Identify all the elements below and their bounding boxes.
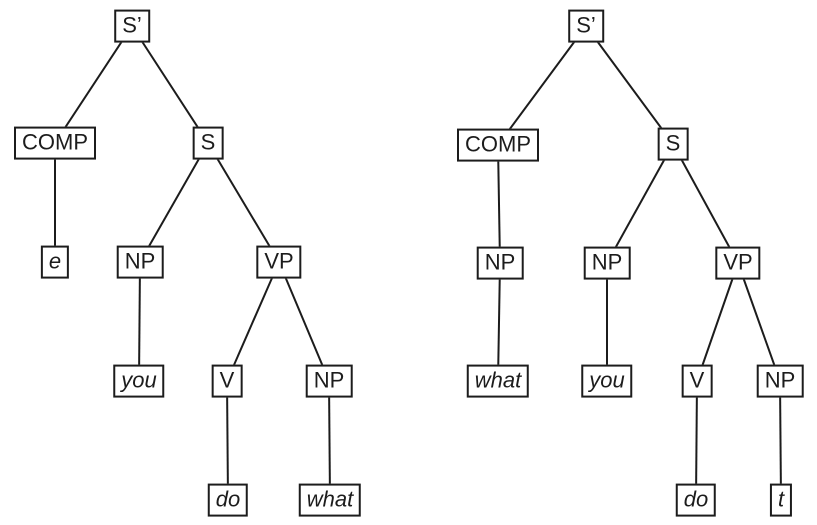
tree-edge-left-tree-s-vp xyxy=(207,142,280,263)
tree-node-right-tree-you: you xyxy=(581,364,633,398)
tree-edge-left-tree-s-np-subj xyxy=(139,142,209,263)
tree-node-left-tree-sbar: S’ xyxy=(114,9,150,43)
tree-node-left-tree-s: S xyxy=(192,126,224,160)
tree-node-right-tree-v: V xyxy=(681,364,713,398)
tree-edge-right-tree-vp-v xyxy=(696,262,739,382)
tree-node-right-tree-t: t xyxy=(769,483,793,517)
tree-node-right-tree-comp: COMP xyxy=(457,128,539,162)
tree-node-left-tree-what: what xyxy=(298,483,362,517)
tree-node-left-tree-np-obj: NP xyxy=(305,364,353,398)
tree-node-left-tree-e: e xyxy=(40,245,70,279)
tree-node-left-tree-you: you xyxy=(113,364,165,398)
tree-node-right-tree-np-obj: NP xyxy=(756,364,804,398)
tree-node-right-tree-np-comp: NP xyxy=(476,246,524,280)
tree-edge-left-tree-vp-np-obj xyxy=(278,261,330,382)
tree-node-left-tree-v: V xyxy=(211,364,243,398)
tree-edge-left-tree-np-obj-what xyxy=(328,380,331,501)
tree-edge-right-tree-s-vp xyxy=(672,143,739,264)
tree-node-left-tree-comp: COMP xyxy=(14,126,96,160)
tree-edge-right-tree-vp-np-obj xyxy=(737,262,781,382)
tree-edge-right-tree-comp-np-comp xyxy=(497,144,501,264)
tree-node-right-tree-do: do xyxy=(675,483,717,517)
tree-node-right-tree-vp: VP xyxy=(715,246,761,280)
tree-edge-right-tree-np-obj-t xyxy=(779,380,782,501)
tree-edge-left-tree-sbar-s xyxy=(131,25,209,144)
tree-node-left-tree-vp: VP xyxy=(256,245,302,279)
tree-edge-right-tree-s-np-subj xyxy=(606,143,674,264)
tree-edge-right-tree-sbar-s xyxy=(585,25,674,145)
tree-node-left-tree-np-subj: NP xyxy=(116,245,164,279)
tree-node-right-tree-sbar: S’ xyxy=(568,9,604,43)
tree-edge-left-tree-vp-v xyxy=(226,261,280,382)
tree-edge-right-tree-np-comp-what xyxy=(497,262,501,382)
tree-node-left-tree-do: do xyxy=(207,483,249,517)
tree-node-right-tree-np-subj: NP xyxy=(583,246,631,280)
tree-node-right-tree-s: S xyxy=(657,127,689,161)
tree-node-right-tree-what: what xyxy=(466,364,530,398)
tree-edge-right-tree-v-do xyxy=(695,380,698,501)
tree-edge-right-tree-sbar-comp xyxy=(497,25,587,146)
tree-edge-left-tree-sbar-comp xyxy=(54,25,133,144)
tree-edge-left-tree-v-do xyxy=(226,380,229,501)
tree-edge-left-tree-np-subj-you xyxy=(138,261,141,382)
